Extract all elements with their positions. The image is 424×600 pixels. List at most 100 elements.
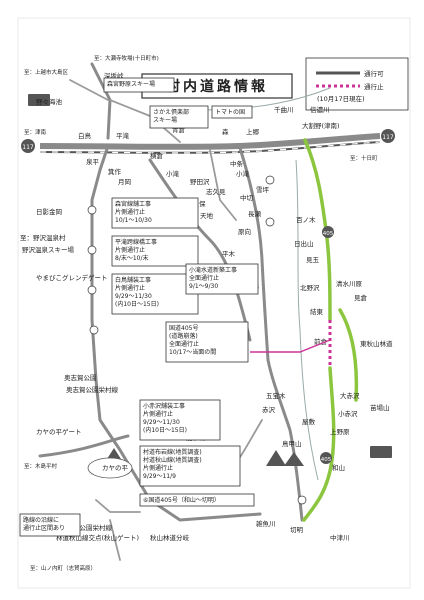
place-label-yashiki: 屋敷 (302, 417, 316, 426)
road-okushiga-link (95, 499, 141, 513)
notice-n3: トマトの国 (211, 105, 253, 119)
place-label-okuyama: 奥志賀公園栄村線 (66, 385, 119, 394)
dam-icon (370, 446, 392, 458)
notice-n6-line-0: 白鳥舗装工事 (115, 276, 151, 284)
route-117 (39, 133, 381, 150)
place-label-hirataki: 平滝 (116, 131, 130, 140)
direction-yamanouchi: 至：山ノ内町（志賀高原） (30, 564, 96, 572)
notice-n12-line-0: 路線の沿線に (23, 516, 59, 524)
direction-tokamachi: 至：十日町 (350, 154, 378, 162)
route-405-south (302, 366, 336, 522)
notice-n12-line-1: 通行止区間あり (23, 524, 65, 532)
place-label-akakura: 大赤沢 (340, 391, 360, 400)
notice-n9-line-0: 小赤沢舗装工事 (143, 402, 185, 410)
place-label-sengoku: 千曲川 (274, 105, 294, 114)
route-405-label-south: 405 (321, 457, 332, 463)
road-kijima (38, 434, 130, 458)
mountain-icon-naeba (266, 450, 304, 466)
place-label-mikura: 見倉 (354, 293, 368, 302)
place-label-maekura: 前倉 (314, 337, 328, 346)
notice-boxes: 森宮野原スキー場さかえ倶楽部スキー場トマトの国森宮線舗工事片側通行止10/1～1… (19, 77, 259, 537)
legend-open-label: 通行可 (364, 69, 384, 78)
notice-n2-line-0: さかえ倶楽部 (153, 108, 189, 116)
notice-n10-line-3: 9/29～11/9 (143, 473, 176, 480)
place-label-nakagiri: 中切 (240, 193, 254, 202)
place-label-kodaki: 小滝 (236, 169, 250, 178)
place-label-kirihara: 切明 (290, 526, 304, 534)
place-label-kitakanazu: 日影金岡 (36, 207, 62, 216)
notice-n5-line-0: 平滝跨線橋工事 (115, 238, 157, 246)
road-western-loop (90, 144, 262, 522)
page-title: 村内道路情報 (166, 78, 268, 95)
road-yamanouchi (109, 519, 121, 561)
place-label-mitama: 見玉 (306, 256, 320, 264)
route-117-label-right: 117 (382, 134, 394, 141)
place-label-osawa: 小滝 (166, 169, 180, 178)
place-label-okushiga_bunki: 奥志賀公園栄村線 (60, 523, 113, 532)
place-label-kiyomizukawara: 清水川原 (336, 279, 363, 288)
notice-n10-line-1: 村道秋山線(地質調査) (143, 456, 202, 464)
place-label-yamakiri: やまびこグレンデゲート (36, 273, 108, 282)
notice-n5-line-2: 8/末～10/末 (115, 254, 149, 262)
place-label-akasawa: 赤沢 (262, 405, 276, 414)
notice-n6-line-3: (内10日～15日) (115, 300, 159, 308)
notice-n9-line-3: (内10日～15日) (143, 426, 187, 434)
river-nakatsu (295, 159, 319, 481)
notice-n6-line-2: 9/29～11/30 (115, 293, 152, 300)
notice-n9-line-1: 片側通行止 (143, 410, 173, 418)
route-117-label-left: 117 (22, 144, 34, 151)
higashi-akiyama-rindo (338, 308, 359, 402)
place-label-nakatsu: 中津川 (330, 533, 350, 542)
place-label-nozawa: 野沢温泉スキー場 (22, 245, 75, 254)
legend-closed-label: 通行止 (364, 82, 384, 91)
page-frame (17, 17, 411, 589)
route-405-label-north: 405 (323, 231, 334, 237)
notice-n2-line-1: スキー場 (153, 116, 177, 124)
place-label-tsukinoki: 月岡 (118, 178, 131, 186)
notice-n8-line-0: 国道405号 (169, 324, 198, 332)
place-label-shinano: 信濃川 (310, 105, 330, 114)
route-117-shield-left (21, 139, 35, 153)
place-label-kotaka: 小赤沢 (338, 409, 358, 418)
place-label-shiratori: 白鳥 (78, 131, 92, 140)
road-nakajo (148, 158, 252, 342)
notice-n4-line-0: 森宮線舗工事 (115, 200, 151, 208)
place-label-kayanotaira: カヤの平 (102, 464, 129, 472)
notice-n10-line-0: 村道布岩線(地質調査) (143, 448, 202, 456)
notice-n3-line-0: トマトの国 (215, 109, 245, 116)
place-label-naebahana: 苗場山 (370, 403, 390, 412)
direction-kijima: 至：木島平村 (24, 462, 58, 470)
place-label-fukasaka: 深坂峠 (104, 71, 124, 80)
road-central (238, 146, 270, 362)
notice-n8-line-2: 全面通行止 (169, 340, 199, 348)
notice-n7-line-1: 全面通行止 (189, 274, 219, 282)
notice-n8-line-1: (道路崩落) (169, 332, 198, 340)
notice-n4-line-1: 片側通行止 (115, 208, 145, 216)
route-117-shield-right (381, 129, 395, 143)
place-label-nomura: 野田沢 (190, 177, 210, 186)
notice-n1: 森宮野原スキー場 (103, 77, 175, 93)
place-label-yukizawa: 雪坪 (256, 186, 270, 194)
direction-kamibetsu: 至：上越市大島区 (24, 68, 69, 76)
legend-box (305, 57, 409, 111)
notice-n9-line-2: 9/29～11/30 (143, 419, 180, 426)
place-label-rindo_yamanoka: 林道秋山線交点(秋山ゲート) (56, 533, 139, 542)
place-label-ueno: 上郷 (246, 127, 260, 136)
notice-n7-line-2: 9/1～9/30 (189, 283, 218, 290)
direction-tsunan: 至：津南 (24, 128, 47, 136)
legend-date: (10月17日現在) (317, 94, 365, 103)
notice-n10-line-2: 片側通行止 (143, 464, 173, 472)
place-label-hiragi: 平木 (222, 249, 236, 258)
route-405-shield-north (322, 226, 334, 238)
place-label-kitanozawa: 北野沢 (300, 283, 320, 292)
numbered-markers (87, 175, 307, 505)
place-label-tenchi: 天地 (200, 211, 214, 220)
place-label-nakanojo: 中条 (230, 159, 244, 168)
place-label-nonoumi: 野々海池 (36, 97, 63, 106)
